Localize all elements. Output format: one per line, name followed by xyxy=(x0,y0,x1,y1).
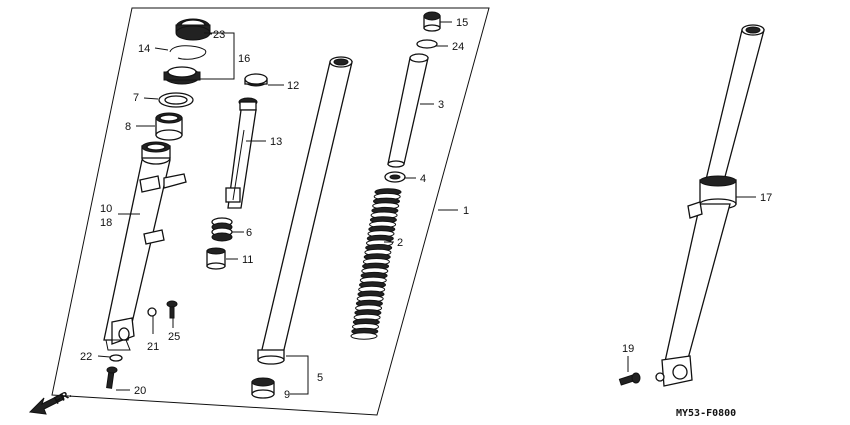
label-7: 7 xyxy=(133,92,139,104)
label-25: 25 xyxy=(168,331,180,343)
label-14: 14 xyxy=(138,43,150,55)
leader-lines xyxy=(97,21,756,395)
label-5: 5 xyxy=(317,372,323,384)
front-direction-indicator: FR. xyxy=(28,388,74,415)
part-stopper-ring xyxy=(169,45,207,60)
part-fork-spring xyxy=(350,188,402,340)
part-spacer xyxy=(387,53,429,168)
part-fork-piston xyxy=(225,97,258,209)
label-6: 6 xyxy=(246,227,252,239)
part-oil-seal xyxy=(163,66,201,85)
part-bolt-20 xyxy=(106,366,118,389)
label-9: 9 xyxy=(284,389,290,401)
label-22: 22 xyxy=(80,351,92,363)
label-3: 3 xyxy=(438,99,444,111)
label-16: 16 xyxy=(238,53,250,65)
part-oil-lock-piece xyxy=(206,247,226,270)
part-labels: 23 14 16 7 8 10 18 12 13 6 11 21 25 22 2… xyxy=(80,17,772,401)
part-back-up-ring xyxy=(158,92,194,108)
part-fork-bolt xyxy=(423,11,441,32)
label-20: 20 xyxy=(134,385,146,397)
figure-code: MY53-F0800 xyxy=(676,408,736,419)
label-4: 4 xyxy=(420,173,426,185)
part-piston-ring xyxy=(244,73,268,87)
part-washer-21 xyxy=(147,307,157,317)
assembly-outline xyxy=(51,7,490,416)
label-15: 15 xyxy=(456,17,468,29)
label-1: 1 xyxy=(463,205,469,217)
part-slider-bushing xyxy=(155,112,183,141)
label-21: 21 xyxy=(147,341,159,353)
label-18: 18 xyxy=(100,217,112,229)
label-10: 10 xyxy=(100,203,112,215)
part-guide-bushing xyxy=(251,377,275,399)
part-spring-seat xyxy=(384,171,406,183)
label-23: 23 xyxy=(213,29,225,41)
label-2: 2 xyxy=(397,237,403,249)
spring-coil xyxy=(350,332,378,340)
part-fork-slider xyxy=(103,141,187,351)
label-17: 17 xyxy=(760,192,772,204)
part-fork-pipe xyxy=(257,56,353,365)
part-o-ring xyxy=(416,39,438,49)
part-washer-22 xyxy=(109,354,123,362)
part-rebound-spring xyxy=(211,217,233,242)
label-13: 13 xyxy=(270,136,282,148)
part-bolt-25 xyxy=(166,300,178,319)
label-12: 12 xyxy=(287,80,299,92)
direction-label: FR. xyxy=(52,388,73,407)
label-19: 19 xyxy=(622,343,634,355)
label-24: 24 xyxy=(452,41,464,53)
part-socket-bolt-19 xyxy=(618,372,641,386)
label-8: 8 xyxy=(125,121,131,133)
part-fork-assy xyxy=(655,24,765,387)
part-oil-seal-cap xyxy=(175,18,211,41)
label-11: 11 xyxy=(242,254,253,266)
